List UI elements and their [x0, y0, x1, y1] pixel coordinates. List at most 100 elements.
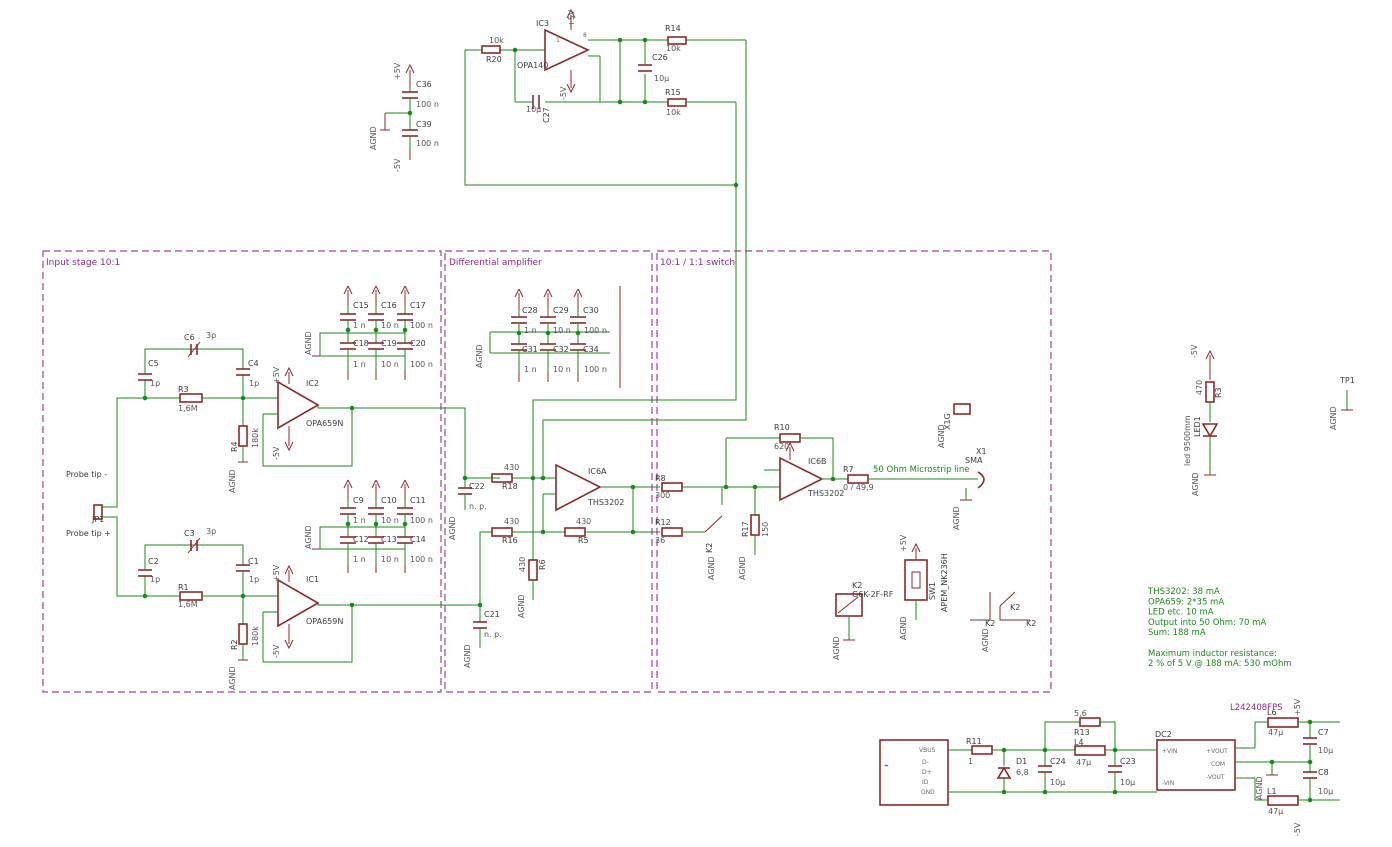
led-neg-rail: -5V	[1190, 344, 1199, 358]
c39-value: 100 n	[416, 139, 439, 148]
c1-value: 1p	[249, 575, 259, 584]
c3-label: C3	[184, 529, 195, 538]
note-line: OPA659: 2*35 mA	[1148, 597, 1224, 607]
c32-value: 10 n	[553, 365, 571, 374]
c39-gnd: AGND	[369, 126, 378, 150]
r15-label: R15	[665, 88, 681, 97]
svg-text:+VIN: +VIN	[1162, 748, 1177, 755]
c10-label: C10	[381, 496, 397, 505]
r17-gnd: AGND	[738, 556, 747, 580]
svg-text:-VIN: -VIN	[1162, 780, 1174, 787]
d1-symbol	[996, 766, 1012, 779]
note-line: Maximum inductor resistance:	[1148, 649, 1277, 659]
k2-contact-label-2: K2	[985, 619, 995, 628]
r15-body	[667, 98, 687, 107]
ic2-pos-rail: +5V	[272, 366, 281, 384]
c15-value: 1 n	[353, 321, 366, 330]
probe-tip-minus: Probe tip -	[66, 470, 107, 479]
ic2-symbol	[277, 380, 320, 430]
ic1-neg-rail: -5V	[272, 644, 281, 658]
c36-value: 100 n	[416, 100, 439, 109]
l1-value: 47µ	[1268, 807, 1283, 816]
c17-value: 100 n	[410, 321, 433, 330]
k2-coil-gnd: AGND	[832, 636, 841, 660]
c27-label: C27	[542, 107, 551, 123]
ic2-label: IC2	[306, 379, 319, 388]
note-line: Sum: 188 mA	[1148, 628, 1206, 638]
l6-value: 47µ	[1268, 728, 1283, 737]
r14-label: R14	[665, 24, 681, 33]
c15-label: C15	[353, 301, 369, 310]
r3b-value: 470	[1195, 380, 1204, 395]
diff-bank-gnd: AGND	[475, 344, 484, 368]
note-line: LED etc. 10 mA	[1148, 608, 1214, 618]
ic3-neg-rail: -5V	[559, 86, 568, 100]
r3b-label: R3	[1214, 387, 1223, 398]
dc2-label: DC2	[1155, 730, 1172, 739]
r14-body	[667, 36, 687, 45]
jp1-body	[93, 504, 103, 520]
r12-label: R12	[655, 518, 671, 527]
c8-label: C8	[1318, 768, 1329, 777]
frame-input-stage	[42, 250, 442, 693]
ic1-pos-rail: +5V	[272, 564, 281, 582]
svg-text:-VOUT: -VOUT	[1206, 774, 1225, 781]
svg-text:COM: COM	[1211, 761, 1225, 768]
sma-label: SMA	[965, 456, 983, 465]
c20-label: C20	[410, 339, 426, 348]
frames: Input stage 10:1 Differential amplifier …	[42, 250, 1052, 693]
r10-value: 620	[774, 442, 789, 451]
c9-label: C9	[353, 496, 364, 505]
r18-value: 430	[504, 463, 519, 472]
sw1-gnd: AGND	[899, 616, 908, 640]
c24-label: C24	[1050, 757, 1066, 766]
k2-switch-label: K2	[705, 543, 714, 553]
ic6a-label: IC6A	[588, 467, 607, 476]
r16-body	[491, 527, 513, 537]
bank-lower-gnd: AGND	[304, 525, 313, 549]
tp1-gnd: AGND	[1329, 406, 1338, 430]
r20-label: R20	[486, 55, 502, 64]
svg-text:GND: GND	[921, 789, 935, 796]
x1g-label: X1G	[943, 413, 952, 430]
ic3-part: OPA140	[517, 61, 548, 70]
c16-label: C16	[381, 301, 397, 310]
c11-value: 100 n	[410, 516, 433, 525]
tp1-label: TP1	[1339, 376, 1355, 385]
svg-text:1: 1	[556, 37, 560, 44]
c36-c39-block: C36 100 n C39 100 n +5V -5V AGND	[369, 62, 439, 172]
c21-gnd: AGND	[463, 644, 472, 668]
c2-value: 1p	[150, 575, 160, 584]
r6-label: R6	[538, 559, 547, 570]
c26-value: 10µ	[654, 74, 669, 83]
c30-value: 100 n	[584, 326, 607, 335]
probe-tip-plus: Probe tip +	[66, 529, 111, 538]
usb-connector	[879, 739, 949, 806]
c23-value: 10µ	[1120, 778, 1135, 787]
r17-body	[750, 514, 760, 536]
r3-body	[179, 393, 203, 403]
r7-body	[847, 474, 869, 484]
frame-label-input-stage: Input stage 10:1	[46, 258, 120, 268]
c36-label: C36	[416, 80, 432, 89]
c13-label: C13	[381, 535, 397, 544]
c36-pos-rail: +5V	[393, 62, 402, 80]
jp1-label: JP1	[91, 515, 104, 524]
r3-label: R3	[178, 385, 189, 394]
c2-label: C2	[148, 557, 159, 566]
r2-value: 180k	[251, 626, 260, 646]
sw1-body	[904, 559, 928, 601]
r12-value: 36	[655, 536, 665, 545]
ic1-label: IC1	[306, 575, 319, 584]
sma-gnd: AGND	[952, 506, 961, 530]
r17-value: 150	[761, 522, 770, 537]
decoupling-bank-lower	[312, 526, 405, 550]
r20-body	[481, 45, 501, 54]
r20-value: 10k	[489, 36, 504, 45]
c29-value: 10 n	[553, 326, 571, 335]
l1-body	[1267, 795, 1299, 806]
r13-body	[1079, 717, 1101, 727]
c19-value: 10 n	[381, 360, 399, 369]
ic2-part: OPA659N	[306, 419, 343, 428]
l4-label: L4	[1074, 738, 1084, 747]
